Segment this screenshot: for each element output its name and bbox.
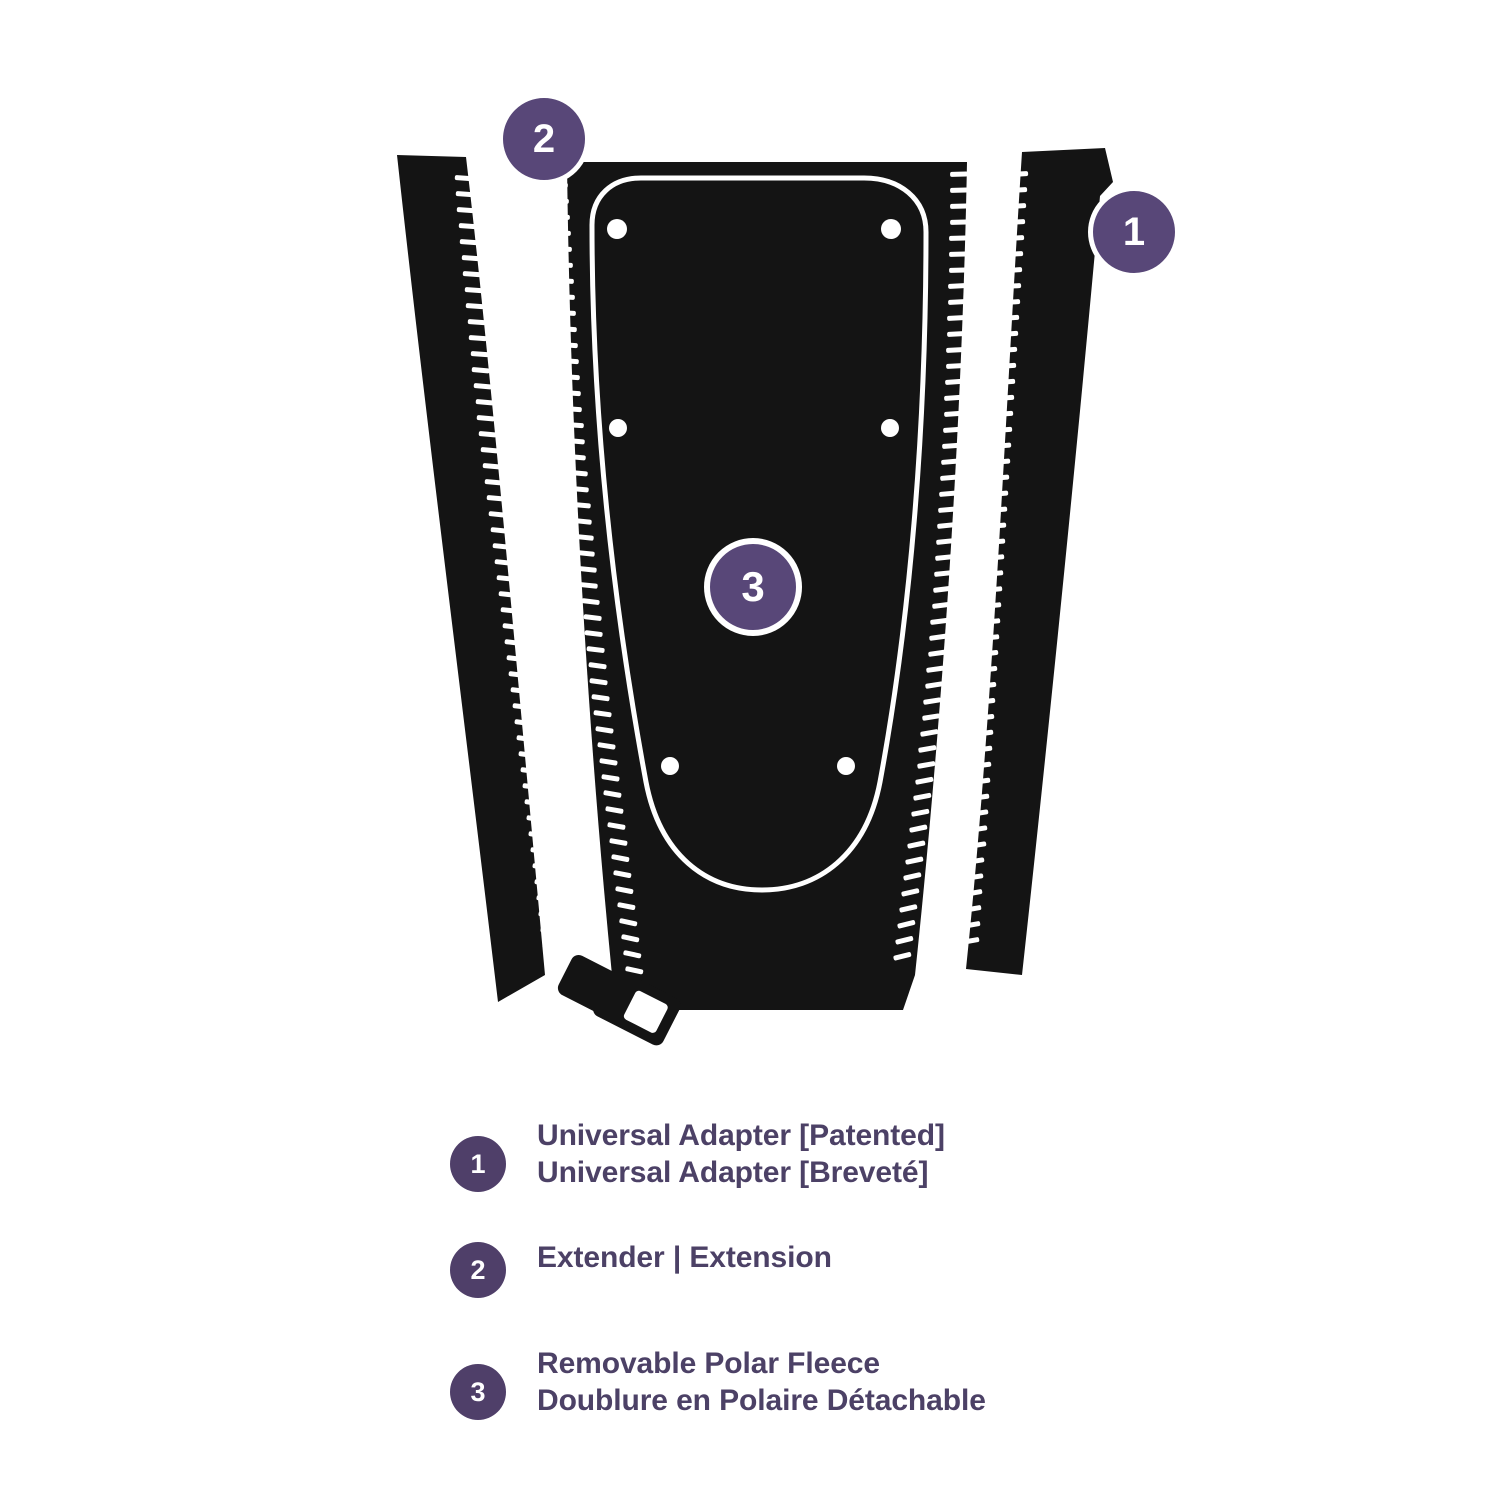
- snap-dot: [609, 419, 627, 437]
- legend-label-1: Universal Adapter [Patented] Universal A…: [537, 1118, 945, 1191]
- legend-label-3: Removable Polar Fleece Doublure en Polai…: [537, 1346, 986, 1419]
- snap-dot: [607, 219, 627, 239]
- legend-label-3-line-fr: Doublure en Polaire Détachable: [537, 1383, 986, 1417]
- legend-item-1: 1 Universal Adapter [Patented] Universal…: [450, 1118, 1350, 1192]
- legend-item-2: 2 Extender | Extension: [450, 1240, 1350, 1298]
- legend-label-1-line-en: Universal Adapter [Patented]: [537, 1119, 945, 1152]
- legend-label-2: Extender | Extension: [537, 1240, 832, 1277]
- legend: 1 Universal Adapter [Patented] Universal…: [450, 1118, 1350, 1420]
- garment-diagram-illustration: 1 2 3: [397, 93, 1180, 1046]
- left-adapter-strip: [397, 155, 563, 1002]
- callout-badge-1[interactable]: 1: [1088, 186, 1180, 278]
- callout-badge-2[interactable]: 2: [498, 93, 590, 185]
- legend-label-3-line-en: Removable Polar Fleece: [537, 1347, 880, 1380]
- legend-label-1-line-fr: Universal Adapter [Breveté]: [537, 1155, 929, 1189]
- zipper-pull-icon: [557, 955, 681, 1046]
- removable-polar-fleece-panel: [589, 175, 929, 893]
- snap-dot: [661, 757, 679, 775]
- legend-badge-2: 2: [450, 1242, 506, 1298]
- snap-dot: [881, 219, 901, 239]
- right-adapter-strip: [961, 148, 1113, 975]
- legend-item-3: 3 Removable Polar Fleece Doublure en Pol…: [450, 1346, 1350, 1420]
- legend-badge-3: 3: [450, 1364, 506, 1420]
- callout-badge-3[interactable]: 3: [704, 538, 802, 636]
- snap-dot: [881, 419, 899, 437]
- snap-dot: [837, 757, 855, 775]
- legend-label-2-line-en: Extender | Extension: [537, 1241, 832, 1274]
- legend-badge-1: 1: [450, 1136, 506, 1192]
